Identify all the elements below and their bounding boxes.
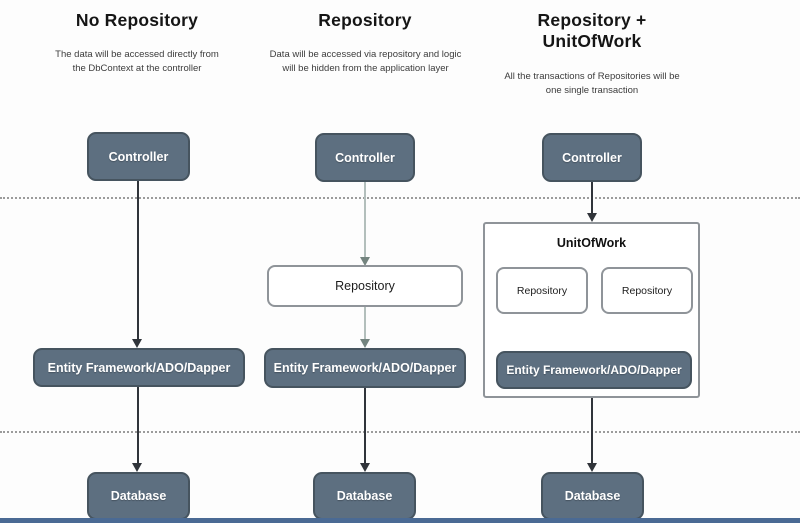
column-title-no-repository: No Repository	[75, 10, 199, 30]
arrow-unitofwork-to-database-col3	[591, 398, 593, 463]
unitofwork-container: UnitOfWork Repository Repository Entity …	[483, 222, 700, 398]
arrow-controller-to-unitofwork-col3	[591, 182, 593, 214]
arrowhead-controller-to-unitofwork-col3	[587, 213, 597, 222]
node-ef-col3: Entity Framework/ADO/Dapper	[496, 351, 692, 389]
node-controller-col2: Controller	[315, 133, 415, 182]
node-ef-col1-label: Entity Framework/ADO/Dapper	[47, 360, 231, 375]
node-controller-col2-label: Controller	[335, 150, 395, 165]
node-ef-col3-label: Entity Framework/ADO/Dapper	[506, 363, 682, 377]
node-controller-col3-label: Controller	[562, 150, 622, 165]
node-database-col3-label: Database	[564, 489, 621, 503]
node-repository-right-col3-label: Repository	[621, 284, 673, 297]
arrowhead-unitofwork-to-database-col3	[587, 463, 597, 472]
column-description-repository: Data will be accessed via repository and…	[269, 49, 462, 75]
node-controller-col3: Controller	[542, 133, 642, 182]
arrow-controller-to-repository-col2	[364, 182, 366, 258]
node-repository-left-col3: Repository	[496, 267, 588, 314]
arrow-repository-to-ef-col2	[364, 307, 366, 341]
node-ef-col1: Entity Framework/ADO/Dapper	[33, 348, 245, 387]
arrow-controller-to-ef-col1	[137, 181, 139, 339]
arrow-ef-to-database-col1	[137, 387, 139, 463]
node-ef-col2: Entity Framework/ADO/Dapper	[264, 348, 466, 388]
node-repository-col2: Repository	[267, 265, 463, 307]
node-database-col1-label: Database	[110, 489, 167, 503]
arrowhead-repository-to-ef-col2	[360, 339, 370, 348]
column-title-repository-unitofwork: Repository + UnitOfWork	[537, 10, 647, 51]
arrowhead-controller-to-ef-col1	[132, 339, 142, 348]
node-controller-col1-label: Controller	[108, 149, 169, 164]
layer-separator-top	[0, 197, 800, 199]
node-database-col2: Database	[313, 472, 416, 520]
node-repository-right-col3: Repository	[601, 267, 693, 314]
arrow-ef-to-database-col2	[364, 388, 366, 463]
node-database-col3: Database	[541, 472, 644, 520]
column-title-repository: Repository	[318, 10, 412, 30]
arrowhead-ef-to-database-col1	[132, 463, 142, 472]
column-description-no-repository: The data will be accessed directly from …	[55, 49, 219, 75]
node-repository-col2-label: Repository	[335, 279, 395, 293]
arrowhead-controller-to-repository-col2	[360, 257, 370, 266]
node-repository-left-col3-label: Repository	[516, 284, 568, 297]
node-ef-col2-label: Entity Framework/ADO/Dapper	[273, 361, 457, 375]
unitofwork-label: UnitOfWork	[556, 236, 627, 250]
column-description-repository-unitofwork: All the transactions of Repositories wil…	[504, 71, 680, 97]
node-database-col2-label: Database	[336, 489, 393, 503]
arrowhead-ef-to-database-col2	[360, 463, 370, 472]
layer-separator-bottom	[0, 431, 800, 433]
node-database-col1: Database	[87, 472, 190, 520]
bottom-edge-bar	[0, 518, 800, 523]
node-controller-col1: Controller	[87, 132, 190, 181]
